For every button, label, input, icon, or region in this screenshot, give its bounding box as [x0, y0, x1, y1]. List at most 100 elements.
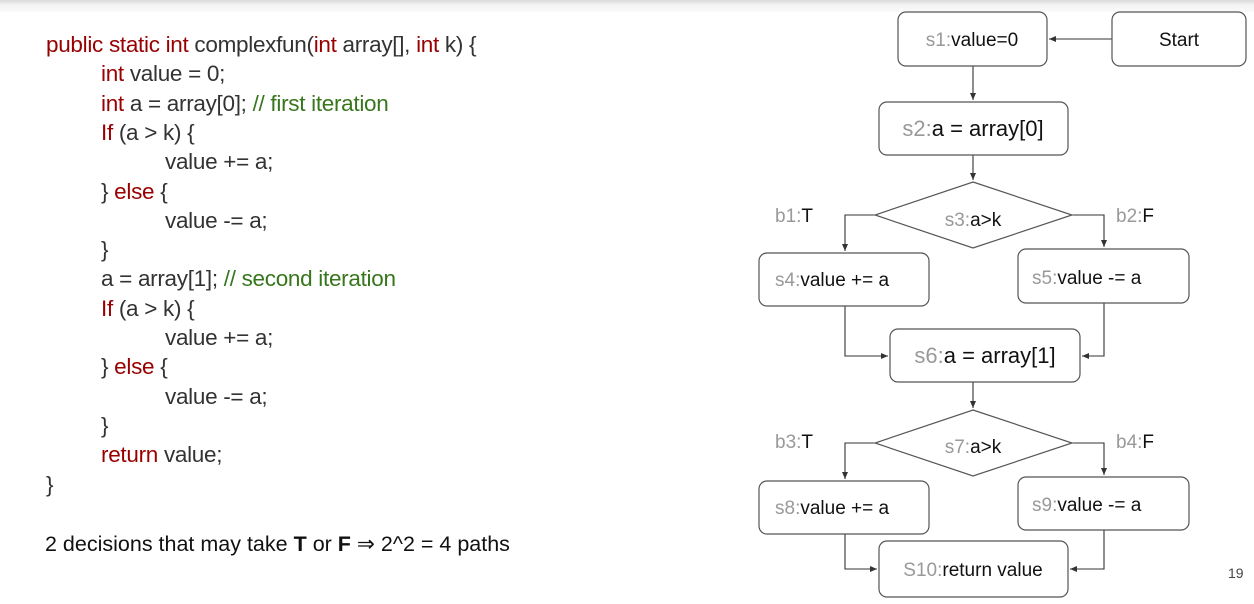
code-text: {: [160, 178, 168, 204]
code-keyword: int: [313, 32, 343, 57]
node-id: s3:: [945, 210, 970, 231]
code-text: value += a;: [165, 149, 274, 175]
summary-part: 2 decisions that may take: [45, 532, 294, 556]
branch-label-b4: b4:F: [1116, 432, 1154, 453]
edge-s5-s6: [1082, 303, 1105, 359]
svg-text:s8:value += a: s8:value += a: [775, 498, 890, 519]
code-line: value -= a;: [165, 383, 268, 411]
node-s3-decision: s3:a>k: [873, 181, 1074, 249]
code-text: }: [101, 412, 109, 438]
code-line: value -= a;: [165, 207, 268, 235]
node-id: s4:: [775, 270, 800, 291]
code-keyword: int: [416, 32, 445, 57]
code-line: }: [46, 471, 54, 499]
node-s1: s1:value=0: [897, 11, 1048, 67]
code-text: a = array[1];: [101, 266, 224, 292]
svg-text:s2:a = array[0]: s2:a = array[0]: [902, 116, 1043, 141]
node-id: s8:: [775, 498, 800, 519]
code-text: (a > k) {: [118, 119, 195, 145]
code-text: value -= a;: [165, 207, 268, 233]
node-s7-decision: s7:a>k: [873, 409, 1074, 477]
summary-text: 2 decisions that may take T or F ⇒ 2^2 =…: [45, 532, 510, 557]
node-label: value -= a: [1057, 268, 1141, 289]
code-text: }: [101, 178, 115, 204]
code-line: a = array[1]; // second iteration: [101, 265, 396, 293]
node-label: value=0: [951, 30, 1018, 51]
branch-label-b3: b3:T: [775, 432, 813, 453]
node-label: value -= a: [1057, 495, 1141, 516]
branch-label-b1: b1:T: [775, 206, 813, 227]
edge-s8-s10: [844, 534, 877, 572]
code-line: value += a;: [165, 324, 273, 352]
node-label: value += a: [800, 270, 889, 291]
code-text: {: [160, 354, 168, 380]
code-line: } else {: [101, 353, 168, 381]
edge-s7-s8: [842, 442, 875, 479]
node-label: Start: [1159, 30, 1200, 51]
node-s8: s8:value += a: [758, 480, 930, 535]
code-line: } else {: [101, 178, 168, 206]
code-comment: // first iteration: [252, 90, 389, 116]
code-line: }: [101, 412, 109, 440]
branch-label-b2: b2:F: [1116, 206, 1154, 227]
node-label: a>k: [970, 210, 1002, 231]
node-label: value += a: [800, 498, 889, 519]
code-keyword: public static int: [46, 32, 195, 57]
node-label: a>k: [970, 437, 1002, 458]
code-text: (a > k) {: [118, 295, 195, 321]
node-s4: s4:value += a: [758, 252, 930, 307]
summary-part: ⇒ 2^2 = 4 paths: [350, 532, 510, 556]
edge-s9-s10: [1070, 530, 1105, 572]
code-text: }: [101, 354, 115, 380]
node-s9: s9:value -= a: [1017, 476, 1190, 531]
code-line: }: [101, 236, 109, 264]
code-keyword: return: [101, 442, 164, 468]
svg-text:s7:a>k: s7:a>k: [945, 437, 1002, 458]
page-number: 19: [1228, 565, 1244, 581]
code-text: }: [46, 471, 54, 497]
edge-s7-s9: [1072, 442, 1107, 475]
code-line: int a = array[0]; // first iteration: [101, 90, 389, 118]
summary-part: or: [306, 532, 338, 556]
code-text: value;: [163, 442, 223, 468]
node-label: return value: [942, 560, 1042, 581]
node-id: s5:: [1032, 268, 1057, 289]
node-s10: S10:return value: [878, 540, 1069, 598]
edge-s3-s4: [842, 214, 875, 251]
node-s6: s6:a = array[1]: [889, 328, 1081, 383]
svg-text:s5:value -= a: s5:value -= a: [1032, 268, 1142, 289]
svg-text:S10:return value: S10:return value: [903, 560, 1042, 581]
summary-true: T: [293, 532, 307, 556]
svg-text:s9:value -= a: s9:value -= a: [1032, 495, 1142, 516]
code-keyword: int: [101, 61, 130, 87]
code-text: array[],: [342, 32, 417, 57]
code-text: a = array[0];: [129, 90, 253, 116]
code-keyword: else: [114, 178, 161, 204]
node-start: Start: [1111, 11, 1247, 67]
node-s2: s2:a = array[0]: [878, 101, 1069, 156]
code-keyword: else: [114, 354, 161, 380]
svg-text:s6:a = array[1]: s6:a = array[1]: [914, 343, 1055, 368]
svg-text:s3:a>k: s3:a>k: [945, 210, 1002, 231]
node-id: s7:: [945, 437, 970, 458]
code-line: If (a > k) {: [101, 119, 195, 147]
code-comment: // second iteration: [223, 266, 396, 292]
code-text: k) {: [444, 32, 477, 57]
code-line: int value = 0;: [101, 60, 225, 88]
code-keyword: If: [101, 119, 119, 145]
node-id: s2:: [902, 116, 931, 141]
svg-text:s4:value += a: s4:value += a: [775, 270, 890, 291]
node-id: S10:: [903, 560, 942, 581]
node-id: s9:: [1032, 495, 1057, 516]
node-s5: s5:value -= a: [1017, 248, 1190, 304]
slide-top-bar: [0, 0, 1254, 12]
node-id: s1:: [926, 30, 951, 51]
node-label: a = array[1]: [944, 343, 1056, 368]
code-keyword: If: [101, 295, 119, 321]
code-line: public static int complexfun(int array[]…: [46, 31, 477, 59]
edge-s4-s6: [844, 306, 888, 359]
node-id: s6:: [914, 343, 943, 368]
summary-false: F: [337, 532, 351, 556]
svg-text:s1:value=0: s1:value=0: [926, 30, 1018, 51]
